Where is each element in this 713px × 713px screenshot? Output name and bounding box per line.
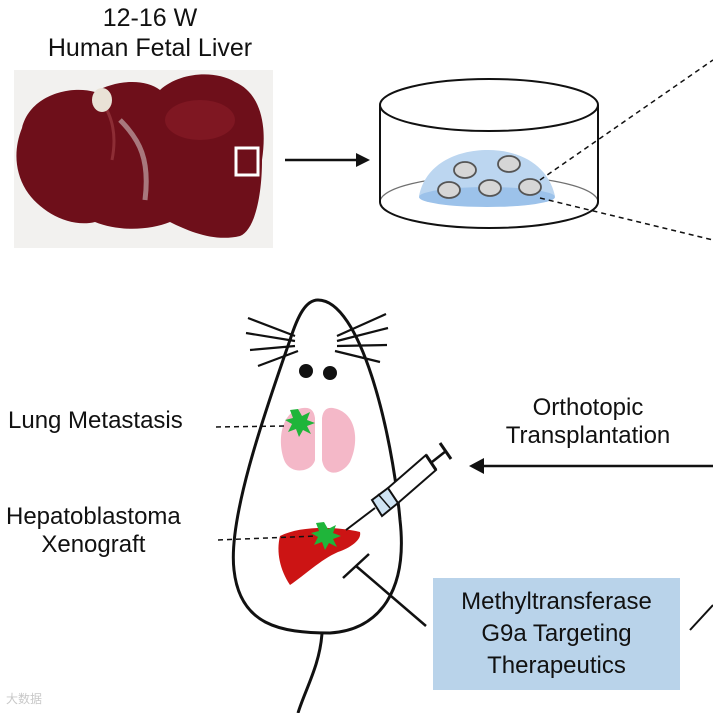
inhibition-bar-icon [342,553,427,627]
connector-line [689,604,713,631]
hepatoblastoma-label: Hepatoblastoma Xenograft [6,503,181,560]
therapeutics-box: Methyltransferase G9a Targeting Therapeu… [433,578,680,690]
orthotopic-line-1: Orthotopic [532,394,644,421]
orthotopic-transplantation-label: Orthotopic Transplantation [468,394,708,451]
lung-metastasis-label: Lung Metastasis [8,407,183,434]
culture-dish [379,59,713,241]
hepatoblastoma-line-1: Hepatoblastoma [6,503,181,530]
title-line-1: 12-16 W [102,4,198,32]
fetal-liver-photo [14,70,273,248]
mouse-outline [231,298,403,713]
lung-leader-line [215,425,287,428]
tumor-star-icon [311,522,341,550]
tumor-star-icon [285,409,315,437]
whiskers [245,312,389,368]
watermark: 大数据 [6,692,43,706]
title-line-2: Human Fetal Liver [47,33,253,62]
orthotopic-line-2: Transplantation [505,422,671,450]
therapeutics-line-3: Therapeutics [487,651,626,679]
arrow-icon [469,458,713,474]
syringe [345,442,453,531]
hepatoblastoma-line-2: Xenograft [41,531,146,559]
therapeutics-line-2: G9a Targeting [481,620,632,648]
liver-organ [278,527,361,585]
therapeutics-line-1: Methyltransferase [461,588,652,616]
arrow-icon [285,153,370,167]
liver-leader-line [217,535,317,541]
page-title: 12-16 W Human Fetal Liver [0,4,300,63]
